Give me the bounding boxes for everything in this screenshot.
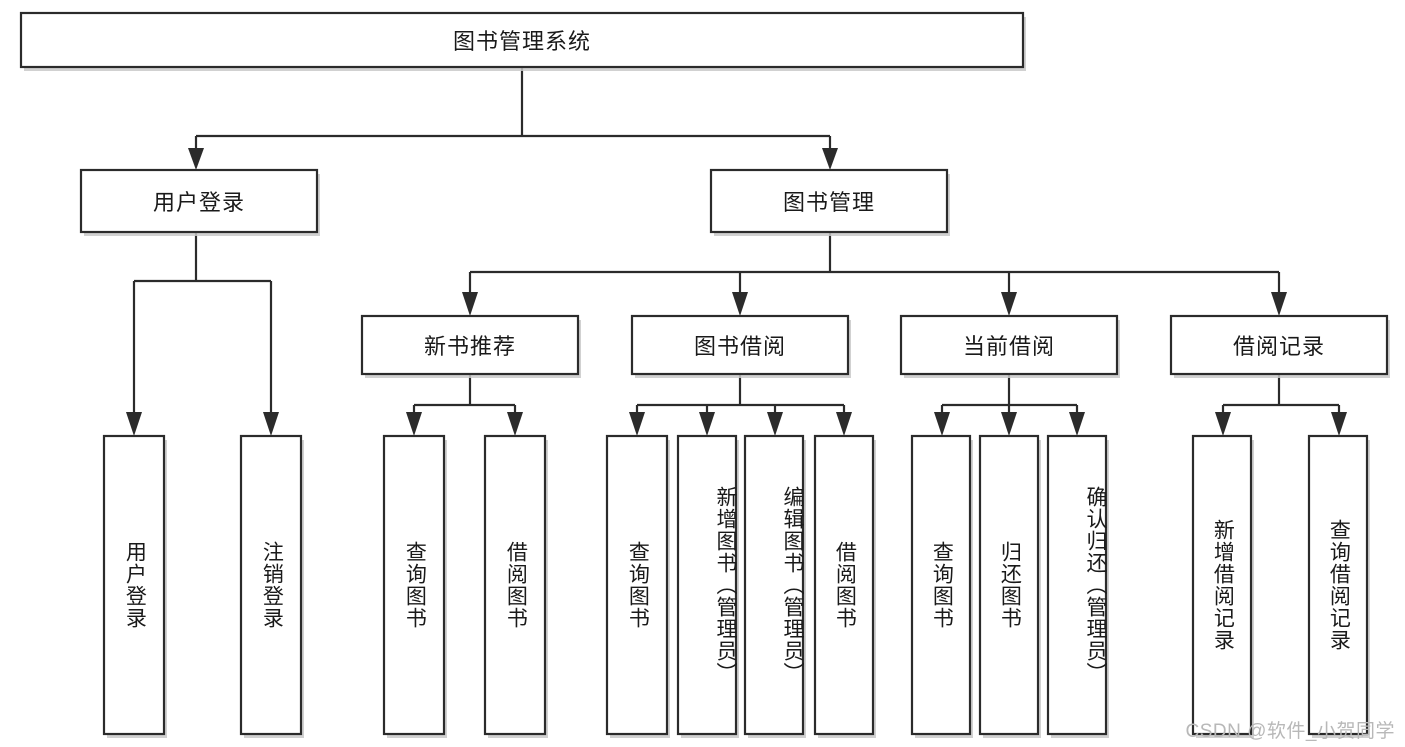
node-book-manage-rect[interactable] bbox=[709, 168, 949, 234]
node-leaf-ul-2[interactable] bbox=[239, 434, 304, 738]
node-borrow-record-rect[interactable] bbox=[1169, 314, 1389, 376]
node-leaf-bb-2[interactable] bbox=[676, 434, 739, 738]
node-leaf-nb-1[interactable] bbox=[382, 434, 447, 738]
csdn-watermark: CSDN @软件_小贺同学 bbox=[1185, 721, 1395, 742]
arrowhead-book-manage bbox=[822, 148, 838, 170]
arrowhead-l3-2 bbox=[732, 292, 748, 316]
arrowhead-cb-2 bbox=[1001, 412, 1017, 436]
arrowhead-cb-1 bbox=[934, 412, 950, 436]
node-leaf-br-2[interactable] bbox=[1307, 434, 1370, 738]
node-leaf-cb-3[interactable] bbox=[1046, 434, 1109, 738]
node-leaf-ul-2-rect[interactable] bbox=[239, 434, 303, 736]
edges-book-manage-to-level3 bbox=[462, 232, 1287, 316]
node-root[interactable] bbox=[19, 11, 1026, 71]
node-leaf-bb-3[interactable] bbox=[743, 434, 806, 738]
arrowhead-bb-1 bbox=[629, 412, 645, 436]
node-new-book-rect[interactable] bbox=[360, 314, 580, 376]
node-leaf-cb-1[interactable] bbox=[910, 434, 973, 738]
node-user-login[interactable] bbox=[79, 168, 320, 236]
node-current-borrow-rect[interactable] bbox=[899, 314, 1119, 376]
node-leaf-nb-2[interactable] bbox=[483, 434, 548, 738]
node-user-login-rect[interactable] bbox=[79, 168, 319, 234]
node-leaf-br-1-rect[interactable] bbox=[1191, 434, 1253, 736]
node-leaf-ul-1[interactable] bbox=[102, 434, 167, 738]
edges-current-borrow-to-leaves bbox=[934, 374, 1085, 436]
arrowhead-ul-2 bbox=[263, 412, 279, 436]
node-root-rect[interactable] bbox=[19, 11, 1025, 69]
arrowhead-bb-3 bbox=[767, 412, 783, 436]
node-leaf-nb-2-rect[interactable] bbox=[483, 434, 547, 736]
arrowhead-l3-4 bbox=[1271, 292, 1287, 316]
arrowhead-br-2 bbox=[1331, 412, 1347, 436]
node-leaf-cb-2-rect[interactable] bbox=[978, 434, 1040, 736]
node-leaf-cb-3-rect[interactable] bbox=[1046, 434, 1108, 736]
edges-user-login-to-leaves bbox=[126, 232, 279, 436]
edges-book-borrow-to-leaves bbox=[629, 374, 852, 436]
arrowhead-bb-2 bbox=[699, 412, 715, 436]
node-borrow-record[interactable] bbox=[1169, 314, 1390, 378]
arrowhead-cb-3 bbox=[1069, 412, 1085, 436]
arrowhead-ul-1 bbox=[126, 412, 142, 436]
arrowhead-br-1 bbox=[1215, 412, 1231, 436]
node-new-book-recommend[interactable] bbox=[360, 314, 581, 378]
arrowhead-nb-1 bbox=[406, 412, 422, 436]
node-leaf-bb-1-rect[interactable] bbox=[605, 434, 669, 736]
node-leaf-bb-1[interactable] bbox=[605, 434, 670, 738]
node-book-manage[interactable] bbox=[709, 168, 950, 236]
node-leaf-cb-1-rect[interactable] bbox=[910, 434, 972, 736]
node-leaf-ul-1-rect[interactable] bbox=[102, 434, 166, 736]
edges-new-book-to-leaves bbox=[406, 374, 523, 436]
node-leaf-bb-4-rect[interactable] bbox=[813, 434, 875, 736]
node-leaf-br-2-rect[interactable] bbox=[1307, 434, 1369, 736]
node-leaf-bb-3-rect[interactable] bbox=[743, 434, 805, 736]
node-current-borrow[interactable] bbox=[899, 314, 1120, 378]
node-leaf-br-1[interactable] bbox=[1191, 434, 1254, 738]
arrowhead-nb-2 bbox=[507, 412, 523, 436]
arrowhead-l3-3 bbox=[1001, 292, 1017, 316]
edges-borrow-record-to-leaves bbox=[1215, 374, 1347, 436]
node-leaf-bb-2-rect[interactable] bbox=[676, 434, 738, 736]
node-book-borrow[interactable] bbox=[630, 314, 851, 378]
node-leaf-nb-1-rect[interactable] bbox=[382, 434, 446, 736]
arrowhead-l3-1 bbox=[462, 292, 478, 316]
node-leaf-bb-4[interactable] bbox=[813, 434, 876, 738]
arrowhead-user-login bbox=[188, 148, 204, 170]
node-book-borrow-rect[interactable] bbox=[630, 314, 850, 376]
arrowhead-bb-4 bbox=[836, 412, 852, 436]
edges-root-to-level2 bbox=[188, 68, 838, 170]
node-leaf-cb-2[interactable] bbox=[978, 434, 1041, 738]
